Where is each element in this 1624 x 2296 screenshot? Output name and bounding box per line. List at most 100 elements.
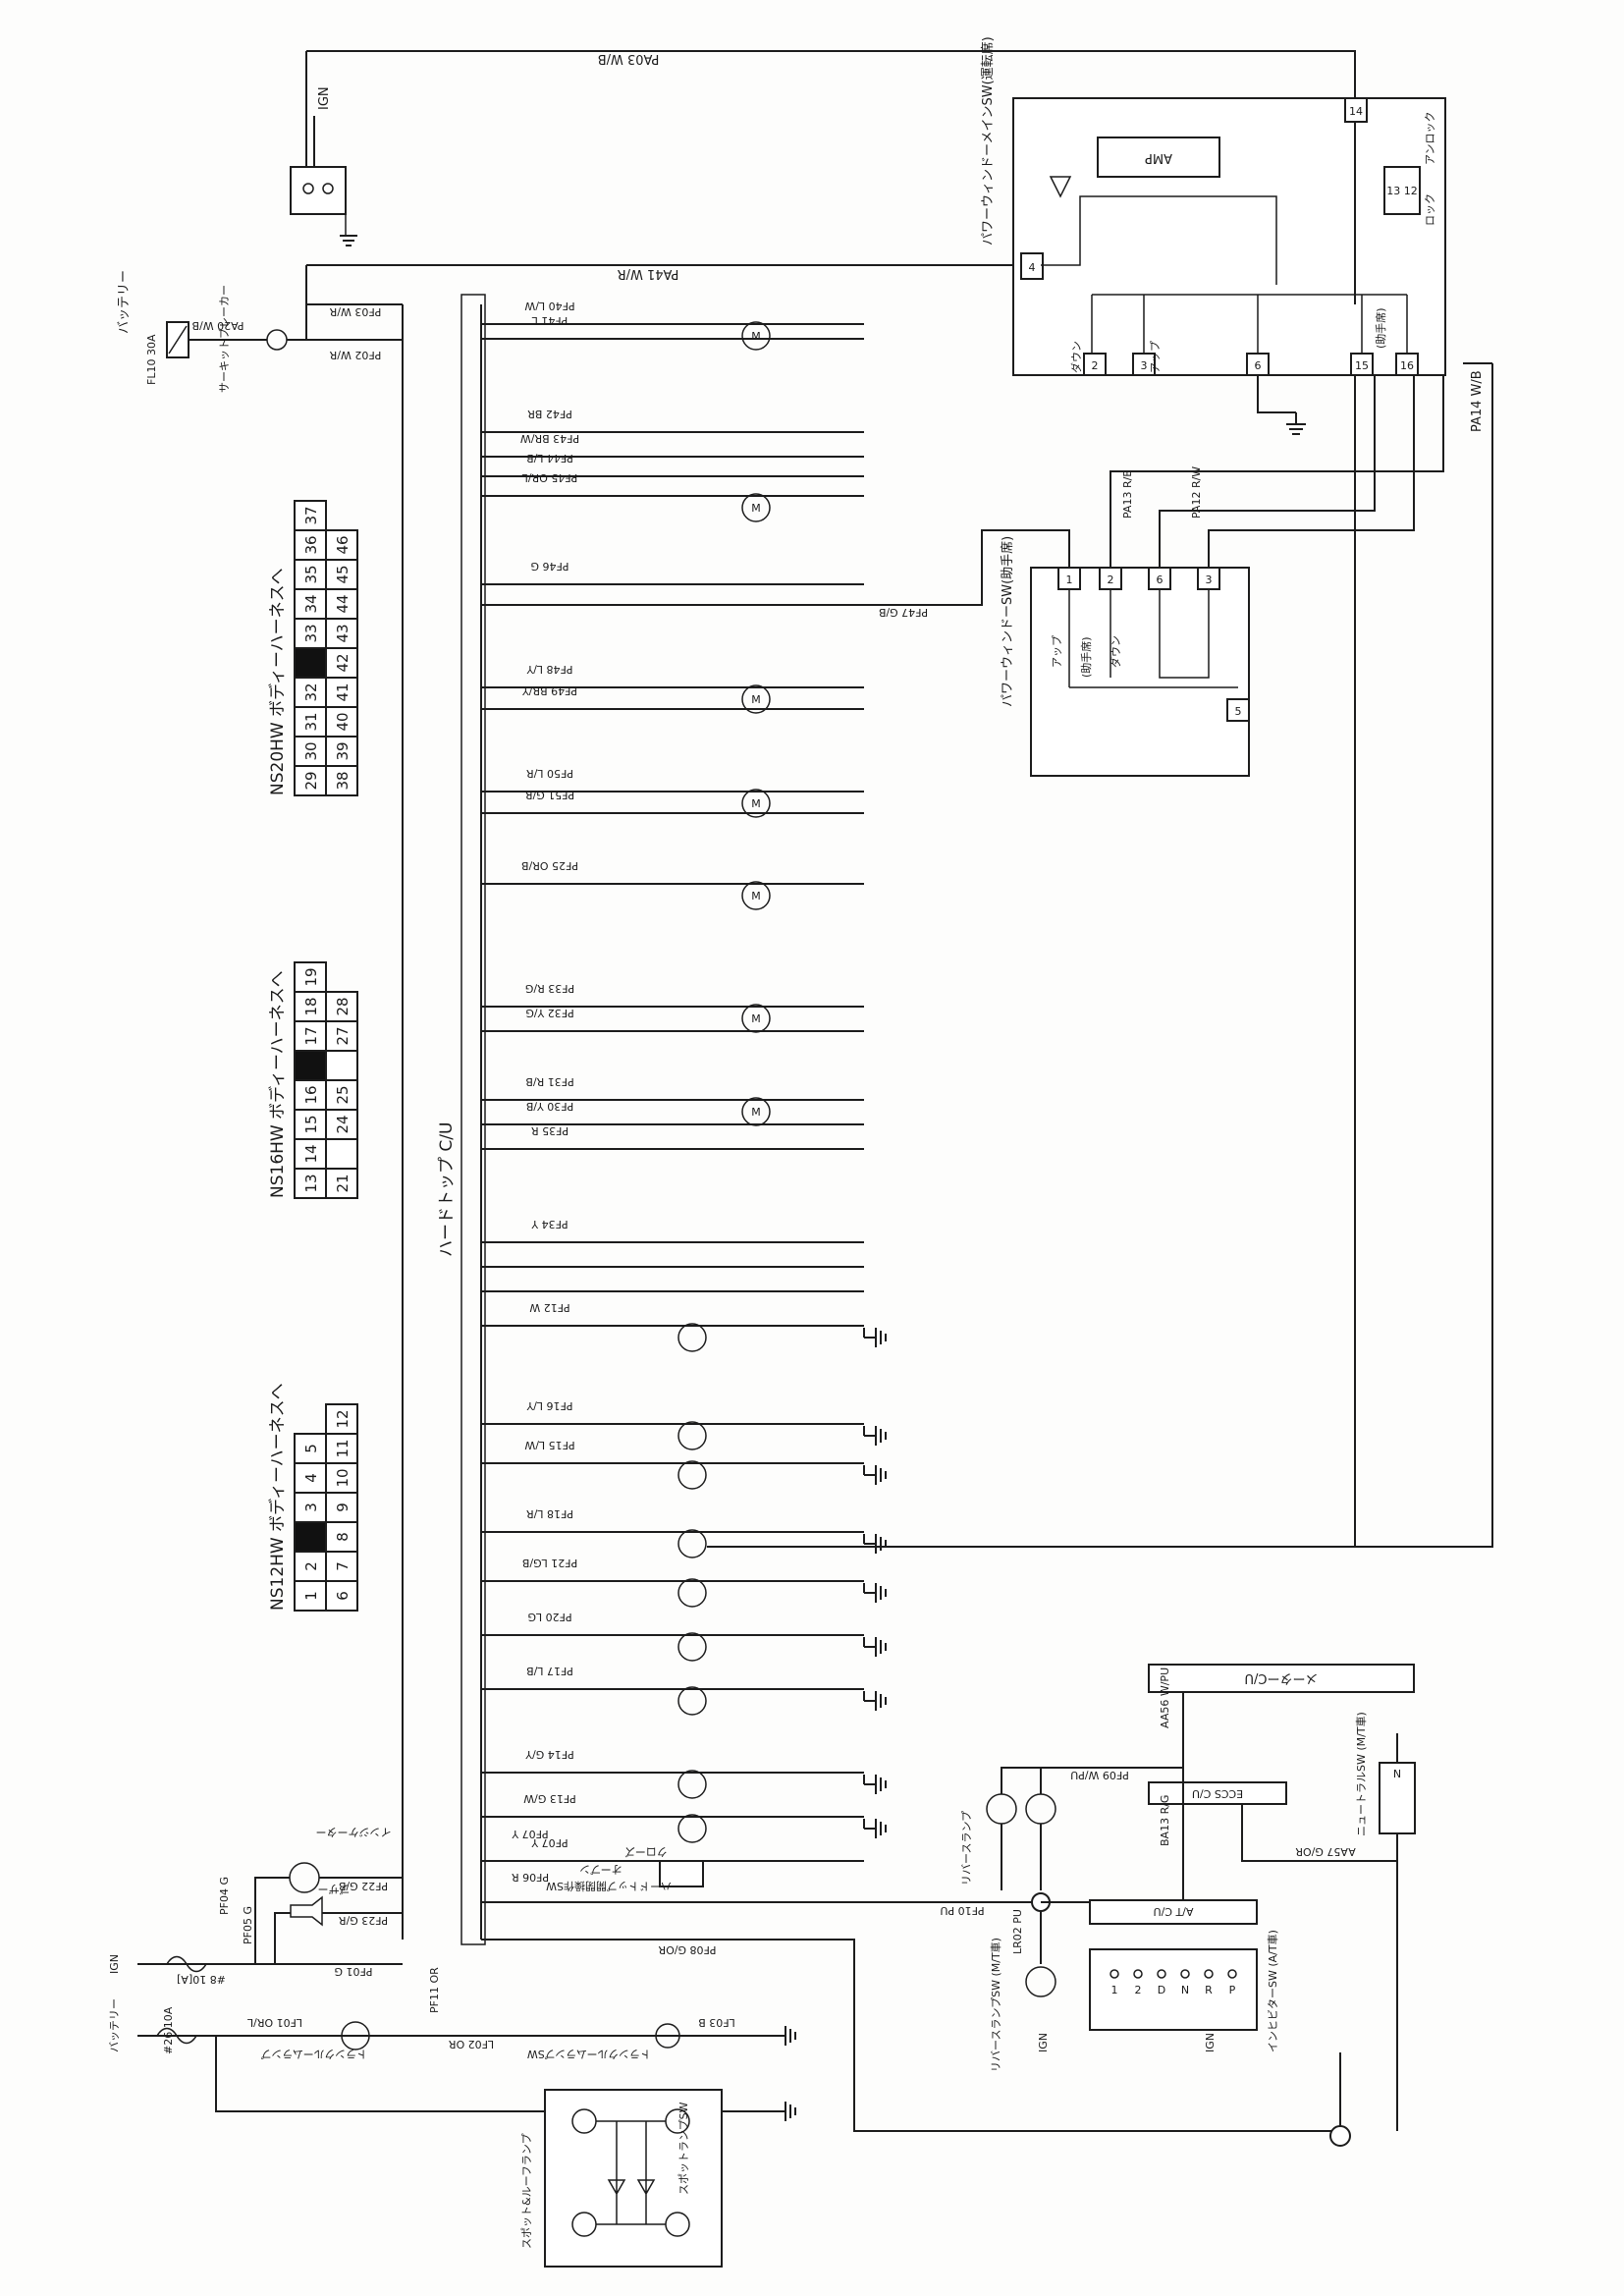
connector-cell [294, 1050, 327, 1081]
inhibitor-contact [1157, 1969, 1166, 1979]
circuit-row: PF20 LG [481, 1611, 887, 1662]
wire-pf04: PF04 G [218, 1877, 231, 1915]
pw-amp-box [1097, 137, 1220, 178]
circuit-row: PF32 Y/G [481, 1007, 864, 1032]
lamp-icon [677, 1460, 707, 1490]
ground-symbol [863, 1819, 887, 1838]
circuit-row: PF46 G [481, 560, 864, 585]
svg-text:14: 14 [1349, 105, 1363, 118]
wire-pf08: PF08 G/OR [658, 1943, 716, 1956]
pw-sub-switch-box [1030, 567, 1250, 777]
wire-label: PF18 L/R [526, 1507, 573, 1520]
connector-pin: 18 [302, 997, 320, 1015]
connector-pin: 32 [302, 683, 320, 701]
circuit-row: PF49 BR/Y [481, 684, 864, 710]
lamp-icon [677, 1578, 707, 1608]
circuit-row: PF13 G/W [481, 1792, 887, 1843]
reverse-lamp-sw-icon [1025, 1966, 1056, 1997]
reverse-lamp-sw-label: リバースランプSW (M/T車) [989, 1938, 1002, 2072]
connector-pin: 33 [302, 624, 320, 642]
fuse-8-icon [166, 1955, 207, 1973]
inhibitor-contact [1110, 1969, 1119, 1979]
wire-pf05: PF05 G [242, 1906, 254, 1944]
motor-symbol: M [751, 1106, 761, 1119]
circuit-breaker-icon [266, 329, 288, 351]
circuit-row: PF30 Y/B [481, 1100, 864, 1125]
connector-pin: 16 [302, 1085, 320, 1104]
meter-cu-label: メーターC/U [1245, 1670, 1319, 1685]
wire-label: PF45 OR/L [521, 471, 577, 484]
connector-pin: 10 [334, 1468, 352, 1487]
ign-label-inh: IGN [1204, 2033, 1217, 2052]
circuit-row: PF34 Y [481, 1218, 864, 1243]
inhibitor-position-label: R [1205, 1984, 1213, 1996]
pw-lock-label: ロック [1424, 193, 1436, 226]
inhibitor-sw-box [1089, 1948, 1258, 2031]
wire-pf47: PF47 G/B [879, 606, 928, 619]
motor-icon [741, 321, 771, 351]
connector-pin: 36 [302, 535, 320, 554]
reverse-lamp-icon-1 [986, 1793, 1017, 1825]
wire-label: PF30 Y/B [526, 1100, 573, 1113]
inhibitor-contact [1180, 1969, 1190, 1979]
connector-pin: 31 [302, 712, 320, 731]
wire-pf22: PF22 G/B [339, 1880, 388, 1892]
circuit-row: PF51 G/R [481, 789, 864, 814]
ground-symbol [863, 1691, 887, 1711]
connector-pin: 35 [302, 565, 320, 583]
ground-symbol [863, 1465, 887, 1485]
wire-label: PF40 L/W [524, 300, 574, 312]
wire-label: PF13 G/W [523, 1792, 576, 1805]
battery-label-bottom: バッテリー [108, 1998, 121, 2052]
circuit-row: PF41 L [481, 314, 864, 340]
wire-lf02: LF02 OR [449, 2038, 495, 2050]
connector-pin: 40 [334, 712, 352, 731]
wire-pf11: PF11 OR [428, 1967, 441, 2013]
connector-pin: 29 [302, 771, 320, 790]
svg-text:15: 15 [1355, 359, 1369, 372]
wire-label: PF35 R [531, 1124, 568, 1137]
ground-symbol [863, 1775, 887, 1794]
wire-aa56: AA56 W/PU [1159, 1667, 1171, 1728]
connector-pin: 14 [302, 1144, 320, 1163]
wire-lf01: LF01 OR/L [246, 2016, 302, 2029]
trunk-room-lamp-sw-label: トランクルームランプSW [527, 2048, 651, 2060]
motor-icon [741, 684, 771, 714]
circuit-row: PF42 BR [481, 408, 864, 433]
wire-label: PF12 W [529, 1301, 569, 1314]
wire-pf10: PF10 PU [940, 1904, 984, 1917]
circuit-row: PF40 L/WM [481, 300, 864, 351]
indicator-lamp-label: インジケーター [316, 1826, 392, 1838]
ground-symbol [863, 1328, 887, 1347]
connector-pin: 13 [302, 1174, 320, 1192]
at-cu-box [1089, 1899, 1258, 1925]
motor-icon [741, 493, 771, 522]
connector-pin: 25 [334, 1085, 352, 1104]
ht-open-label: オープン [579, 1863, 622, 1876]
svg-text:1: 1 [1066, 574, 1073, 586]
connector-pin: 44 [334, 594, 352, 613]
connector-pin: 5 [302, 1444, 320, 1453]
motor-symbol: M [751, 502, 761, 515]
reverse-lamp-label: リバースランプ [960, 1811, 973, 1886]
fusible-link-label: FL10 30A [145, 334, 158, 385]
lamp-icon [677, 1632, 707, 1662]
spot-sw-label: スポットランプSW [677, 2102, 690, 2195]
wire-lf03: LF03 B [698, 2016, 735, 2029]
wire-label: PF16 L/Y [526, 1399, 572, 1412]
inhibitor-position-label: 2 [1135, 1984, 1142, 1996]
neutral-sw-label: ニュートラルSW (M/T車) [1354, 1712, 1368, 1836]
ground-symbol [863, 1534, 887, 1554]
neutral-sw-box [1379, 1762, 1416, 1834]
pw-passenger-label-1: (助手席) [1374, 307, 1387, 349]
wire-label: PF21 LG/B [522, 1557, 577, 1569]
connector-pin: 7 [334, 1561, 352, 1571]
ign-label-left: IGN [108, 1954, 121, 1974]
connector-pin: 9 [334, 1503, 352, 1512]
wire-label: PF50 L/R [526, 767, 573, 780]
lamp-icon [677, 1323, 707, 1352]
